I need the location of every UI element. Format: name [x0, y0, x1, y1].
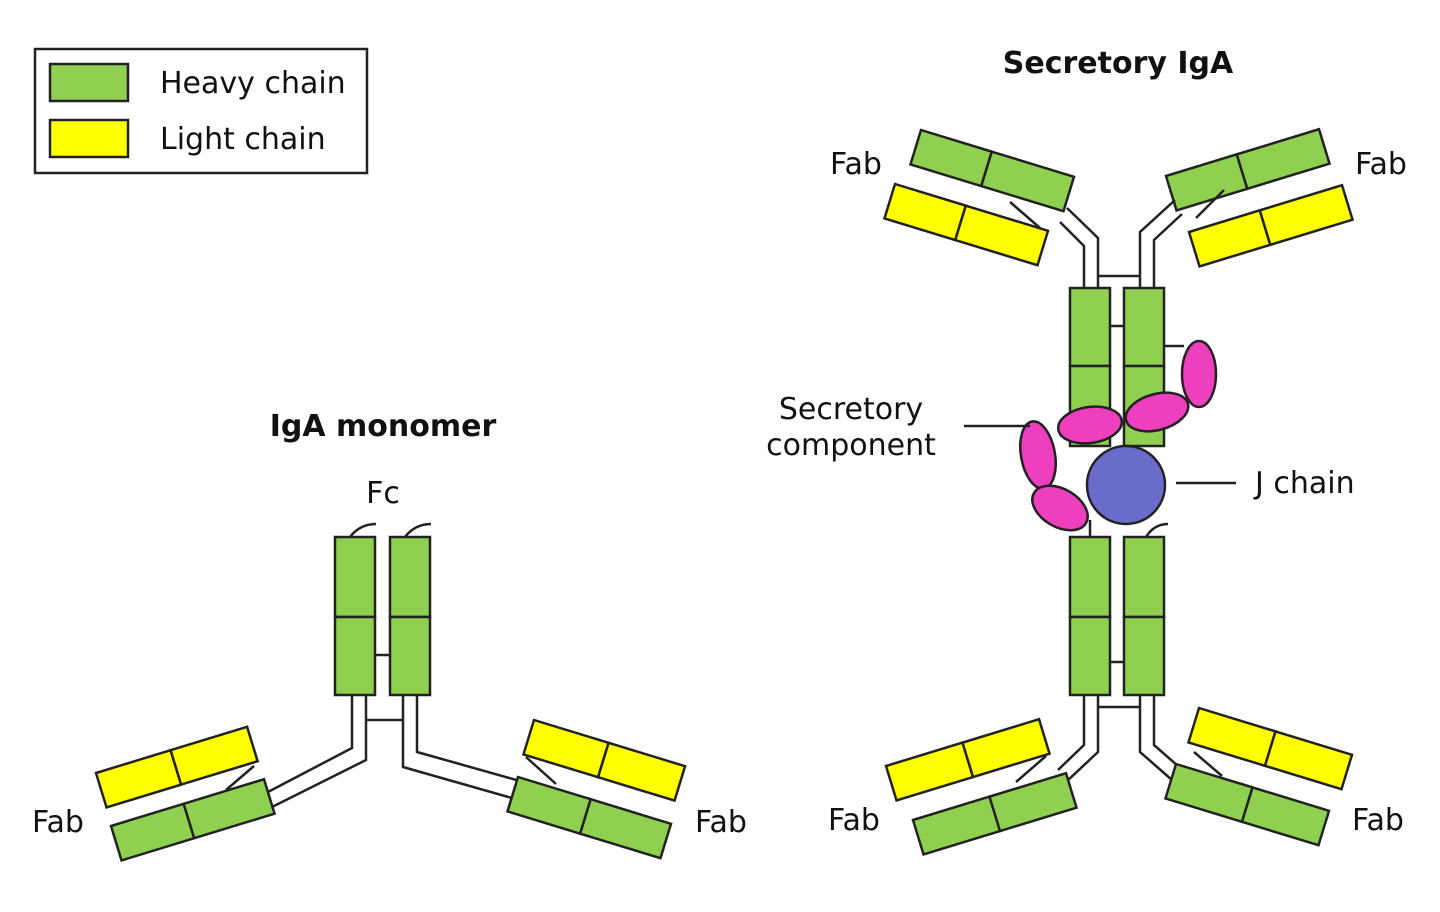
secretory-component-domain — [1056, 405, 1124, 445]
light-chain-domain — [1263, 729, 1354, 791]
light-chain-domain — [953, 204, 1050, 267]
fc-heavy-domain — [388, 615, 432, 697]
light-chain-domain — [1258, 183, 1355, 247]
heavy-chain-domain — [1235, 127, 1332, 191]
iga-monomer: IgA monomer Fc Fab — [32, 409, 747, 862]
fab-bottom-right-light — [1186, 706, 1354, 791]
fc-hook-right — [404, 522, 432, 538]
fab-left-heavy — [109, 777, 277, 862]
fab-label-right: Fab — [695, 805, 747, 840]
light-chain-domain — [521, 718, 611, 779]
fab-top-left-light — [882, 182, 1050, 267]
heavy-chain-domain — [578, 797, 673, 860]
fc-heavy-domain — [1122, 535, 1166, 619]
fab-top-left-heavy — [908, 128, 1076, 213]
secretory-component-label-1: Secretory — [779, 392, 923, 427]
fab-label-left: Fab — [32, 805, 84, 840]
fab-bottom-left-light — [884, 717, 1052, 802]
fab-right-heavy — [505, 775, 673, 860]
fc-hook-left — [349, 522, 377, 538]
j-chain — [1085, 444, 1167, 526]
heavy-chain-domain — [908, 128, 994, 188]
fc-heavy-domain — [333, 615, 377, 697]
secretory-component-domain — [1124, 391, 1190, 433]
heavy-chain-domain — [1240, 785, 1331, 847]
heavy-chain-domain — [1163, 762, 1255, 824]
fc-heavy-domain — [1068, 286, 1112, 368]
heavy-chain-domain — [979, 150, 1076, 213]
secretory-component — [1018, 339, 1218, 532]
fab-label-top-right: Fab — [1355, 147, 1407, 182]
heavy-chain-domain — [987, 771, 1079, 833]
secretory-component-label-2: component — [766, 428, 936, 463]
light-chain-domain — [1187, 208, 1272, 268]
secretory-component-domain — [1031, 484, 1089, 532]
fab-bottom-left-heavy — [911, 771, 1079, 856]
heavy-chain-domain — [182, 777, 277, 840]
heavy-chain-swatch — [48, 62, 130, 103]
light-chain-domain — [596, 741, 687, 803]
monomer-title: IgA monomer — [270, 409, 497, 444]
light-chain-swatch — [48, 118, 130, 159]
j-chain-label: J chain — [1253, 466, 1355, 501]
fc-heavy-domain — [1068, 535, 1112, 619]
fab-label-bottom-right: Fab — [1352, 803, 1404, 838]
heavy-chain-domain — [911, 795, 1002, 856]
heavy-chain-domain — [505, 775, 593, 836]
fab-label-top-left: Fab — [830, 147, 882, 182]
fab-top-right-heavy — [1164, 127, 1332, 212]
light-chain-domain — [169, 725, 260, 787]
secretory-component-domain — [1018, 420, 1058, 490]
secretory-component-domain — [1180, 339, 1218, 409]
legend: Heavy chain Light chain — [33, 47, 369, 175]
heavy-chain-domain — [1164, 152, 1249, 212]
fab-left-arm — [94, 725, 260, 809]
fc-heavy-domain — [1068, 615, 1112, 697]
fab-label-bottom-left: Fab — [828, 803, 880, 838]
fc-heavy-domain — [388, 535, 432, 619]
fc-label: Fc — [366, 476, 400, 511]
fab-right-arm — [521, 718, 687, 803]
fc-heavy-domain — [1122, 286, 1166, 368]
heavy-chain-domain — [109, 802, 196, 862]
light-chain-domain — [960, 717, 1052, 779]
secretory-iga: Secretory IgA Fab Fab — [766, 46, 1407, 856]
light-chain-domain — [94, 748, 183, 809]
light-chain-domain — [882, 182, 968, 242]
light-chain-domain — [884, 741, 975, 802]
fc-heavy-domain — [333, 535, 377, 619]
fab-bottom-right-heavy — [1163, 762, 1331, 847]
legend-light-label: Light chain — [160, 122, 326, 157]
fab-top-right-light — [1187, 183, 1355, 268]
legend-heavy-label: Heavy chain — [160, 66, 346, 101]
secretory-title: Secretory IgA — [1003, 46, 1234, 81]
fc-heavy-domain — [1122, 615, 1166, 697]
